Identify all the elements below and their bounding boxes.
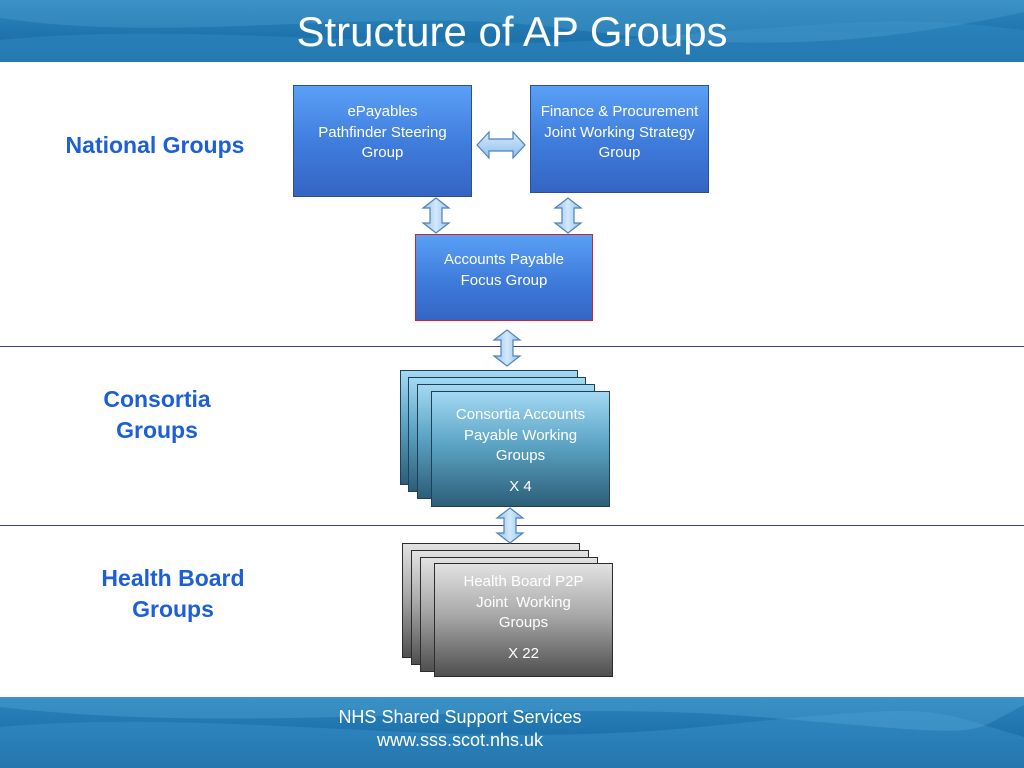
footer-url: www.sss.scot.nhs.uk <box>376 730 544 750</box>
box-epayables-steering-group: ePayables Pathfinder Steering Group <box>293 85 472 197</box>
footer-swoosh <box>0 697 1024 768</box>
box-consortia-working-groups: Consortia Accounts Payable Working Group… <box>431 391 610 507</box>
box-count: X 4 <box>509 477 532 495</box>
box-label: Consortia Accounts Payable Working Group… <box>455 406 586 464</box>
double-arrow-vertical <box>553 197 583 234</box>
double-arrow-vertical <box>495 507 525 544</box>
section-label-health-board: Health Board Groups <box>101 565 245 622</box>
page-title: Structure of AP Groups <box>296 8 728 55</box>
box-label: Health Board P2P Joint Working Groups <box>463 573 588 631</box>
double-arrow-horizontal <box>476 130 526 160</box>
footer-org: NHS Shared Support Services <box>338 707 582 727</box>
box-health-board-working-groups: Health Board P2P Joint Working Groups X … <box>434 563 613 677</box>
footer-bar: NHS Shared Support Services www.sss.scot… <box>0 697 1024 768</box>
box-count: X 22 <box>508 644 539 662</box>
double-arrow-vertical <box>492 329 522 367</box>
box-label: ePayables Pathfinder Steering Group <box>318 103 447 161</box>
header-bar: Structure of AP Groups <box>0 0 1024 62</box>
box-finance-procurement-group: Finance & Procurement Joint Working Stra… <box>530 85 709 193</box>
section-label-consortia: Consortia Groups <box>103 386 211 443</box>
double-arrow-vertical <box>421 197 451 234</box>
box-accounts-payable-focus-group: Accounts Payable Focus Group <box>415 234 593 321</box>
section-label-national: National Groups <box>65 132 245 158</box>
box-label: Finance & Procurement Joint Working Stra… <box>540 103 699 161</box>
box-label: Accounts Payable Focus Group <box>443 251 565 289</box>
header-swoosh <box>0 0 1024 62</box>
